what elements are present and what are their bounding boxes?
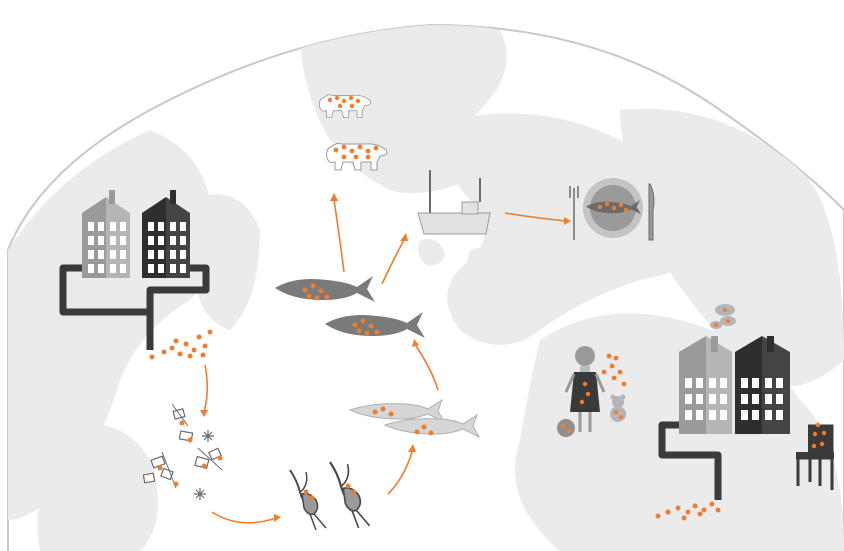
landmass-island xyxy=(467,247,505,286)
factory-left-pipe xyxy=(59,264,210,350)
fork-icon xyxy=(569,186,579,240)
factory-left-icon xyxy=(82,190,190,278)
flow-arrows xyxy=(203,199,567,524)
girl-icon xyxy=(564,346,606,432)
herring-icon xyxy=(349,399,480,438)
arrow-boat-to-plate xyxy=(504,212,567,222)
boat-icon xyxy=(417,170,491,235)
arrow-herring-to-salmon xyxy=(415,345,439,391)
landmass-island-2 xyxy=(418,239,445,266)
teddy-bear-icon xyxy=(610,394,626,422)
arrow-outflow-to-microplastic xyxy=(203,364,209,413)
polar-bear-icon xyxy=(318,94,388,171)
particles-right-outflow xyxy=(655,501,721,521)
plate-fish-icon xyxy=(569,178,655,241)
arrow-salmon-to-bear xyxy=(333,199,345,273)
particles-left-outflow xyxy=(149,329,213,360)
chair-icon xyxy=(796,422,834,490)
landmass-right xyxy=(620,108,844,387)
arrow-salmon-to-boat xyxy=(381,239,405,285)
factory-right-icon xyxy=(679,336,790,434)
zooplankton-icon xyxy=(289,460,371,531)
arrow-microplastic-to-plankton xyxy=(211,511,277,524)
particles-girl xyxy=(601,353,627,387)
microplastic-icon xyxy=(142,403,223,500)
smoke-icon xyxy=(710,304,736,329)
landmass-bottom-left xyxy=(37,424,158,551)
knife-icon xyxy=(648,183,655,241)
ball-icon xyxy=(557,419,575,437)
landmass-middle-left xyxy=(190,194,260,330)
factory-right-pipe xyxy=(658,421,722,500)
salmon-icon xyxy=(275,276,425,338)
arrowheads xyxy=(200,193,571,522)
arrow-plankton-to-herring xyxy=(387,451,413,495)
